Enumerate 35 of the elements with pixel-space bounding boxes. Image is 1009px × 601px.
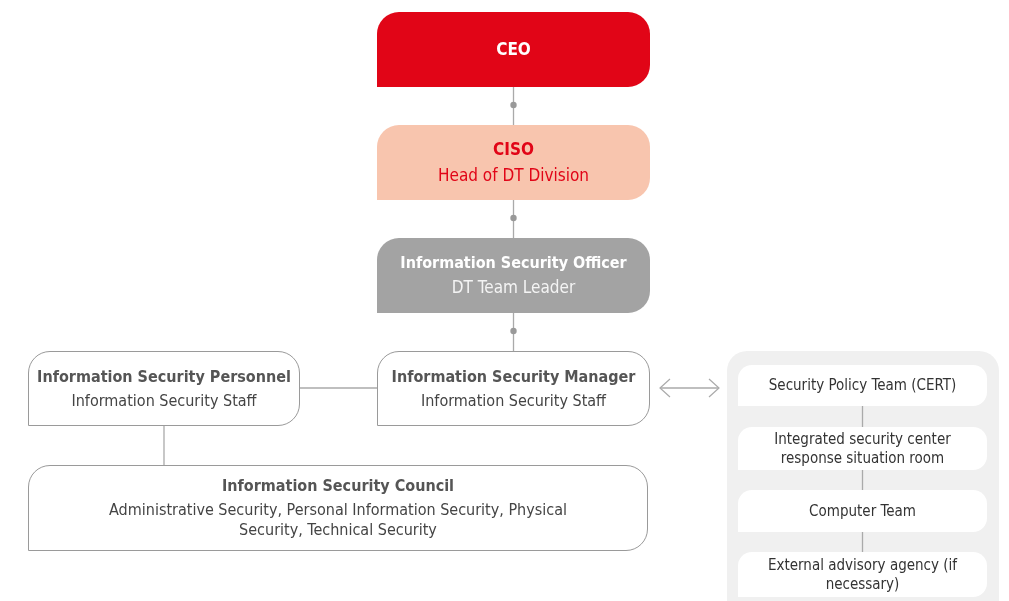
role-title: Information Security Council [221,476,455,496]
connector-line [861,405,864,428]
role-box [377,12,650,87]
double-arrow [659,378,720,398]
role-box [377,125,650,200]
role-title: Information Security Personnel [37,366,291,387]
role-description: Information Security Staff [420,390,606,411]
role-box [377,351,650,426]
team-name: External advisory agency (if necessary) [766,555,959,594]
team-box [738,365,987,406]
role-title: CISO [493,139,534,161]
role-box [28,465,648,551]
connector-line [510,199,517,239]
team-name: Integrated security center response situation room [773,429,952,468]
team-name: CEO [496,38,531,61]
connector-line [510,312,517,352]
role-description: Information Security Staff [71,390,257,411]
connector-line [163,425,165,466]
role-description: Head of DT Division [438,164,589,186]
role-box [28,351,300,426]
connector-line [861,469,864,491]
team-name: Computer Team [809,501,916,521]
team-box [738,490,987,532]
connector-line [299,387,378,389]
role-title: Information Security Manager [391,366,636,387]
role-title: Information Security Officer [400,252,627,273]
team-box [738,552,987,597]
role-box [377,238,650,313]
connector-line [861,531,864,553]
team-box [738,427,987,470]
role-description: Administrative Security, Personal Information Security, Physical Security, Technical Security [108,500,568,540]
role-description: DT Team Leader [451,276,576,299]
connector-line [510,86,517,126]
group-panel [727,351,999,601]
team-name: Security Policy Team (CERT) [768,376,957,395]
